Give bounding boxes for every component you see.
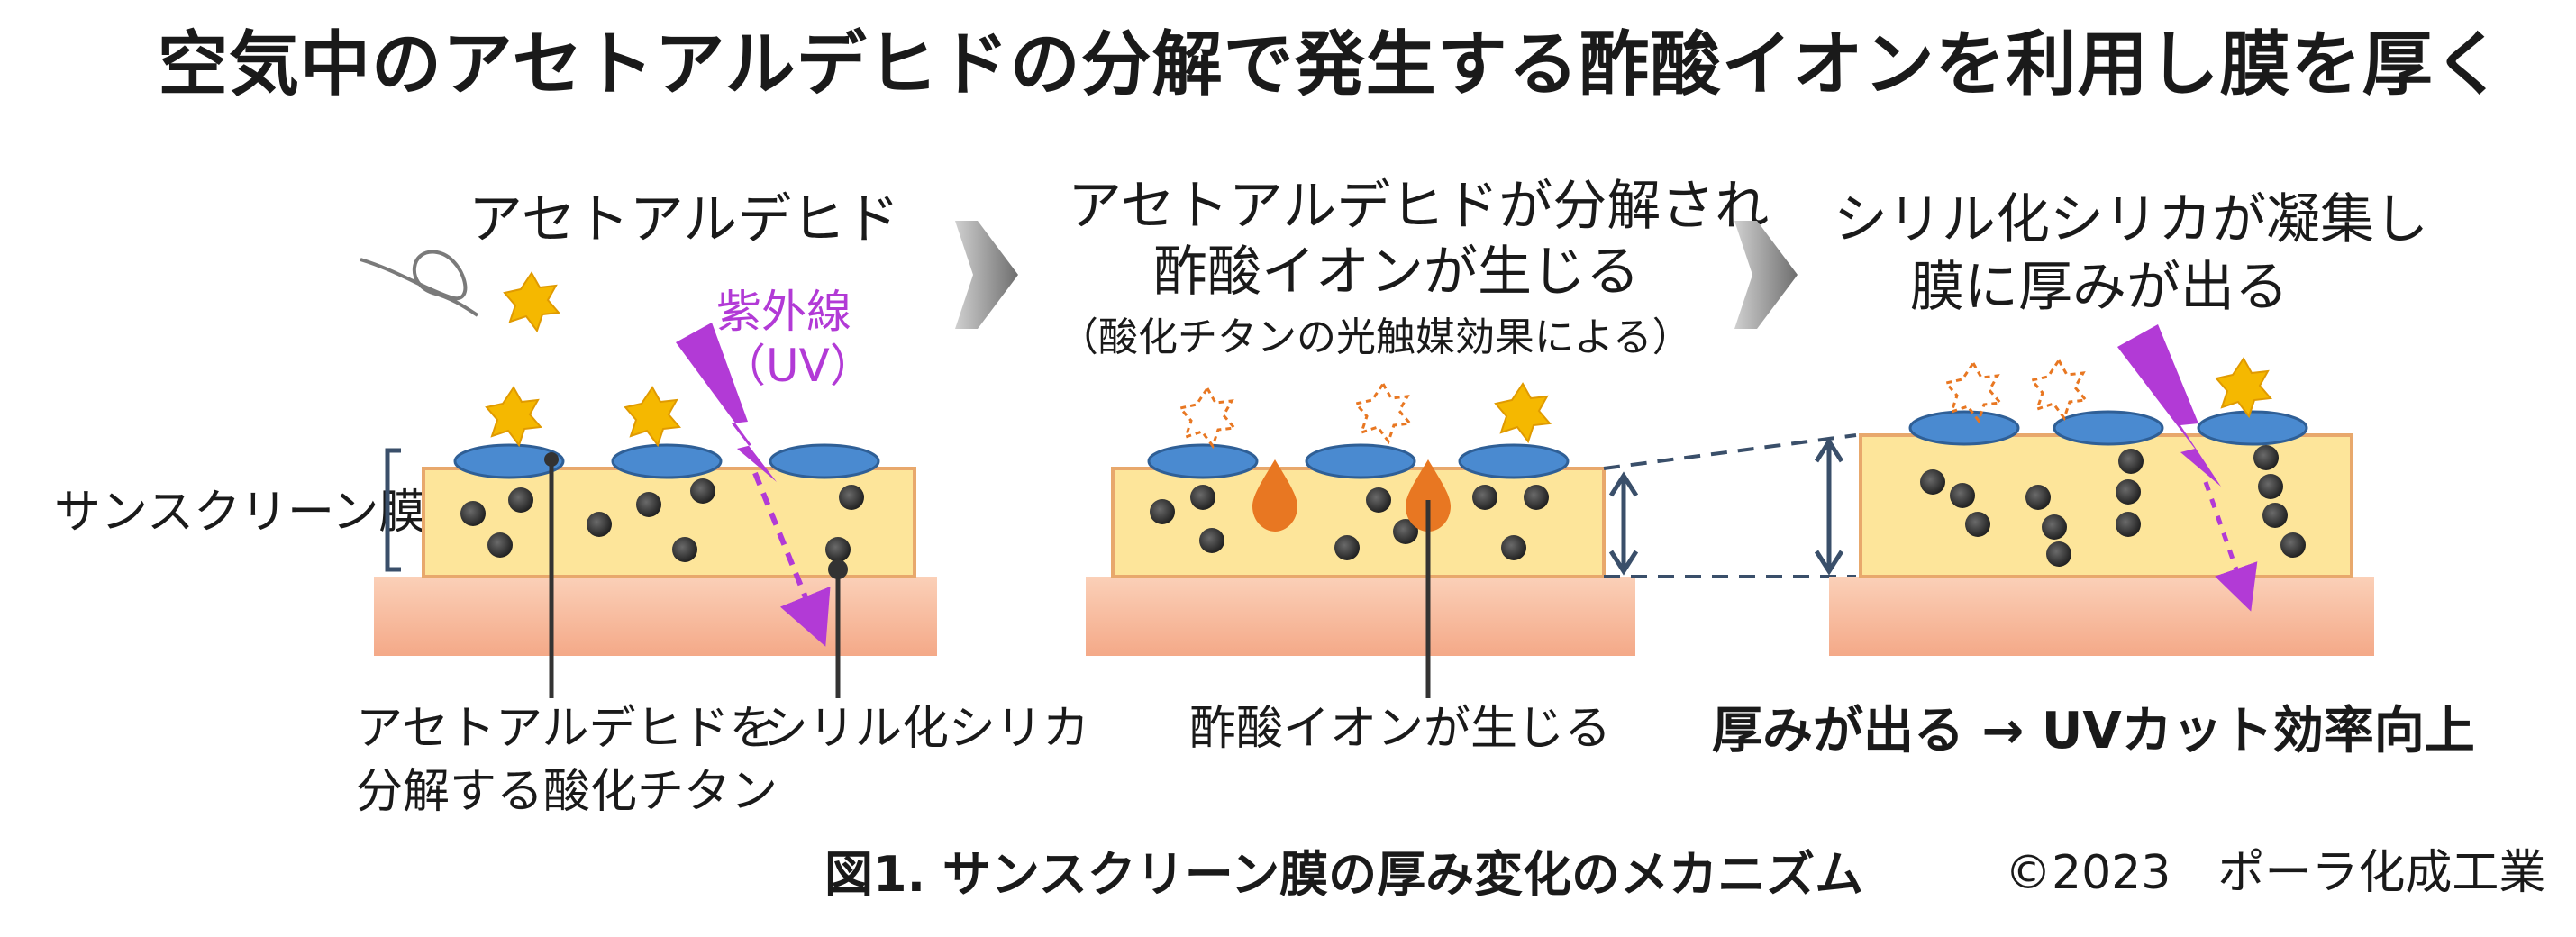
acetaldehyde-star-icon	[624, 386, 681, 448]
silica-particle	[2280, 532, 2306, 558]
uv-ray	[2203, 481, 2258, 612]
silica-particle	[690, 478, 715, 504]
guide-line	[1603, 433, 1857, 470]
sunscreen-film	[1111, 467, 1606, 578]
titanium-oxide-label-line2: 分解する酸化チタン	[356, 765, 778, 819]
silica-particle	[2116, 479, 2141, 505]
silica-particle	[587, 512, 612, 537]
silica-particle	[1150, 499, 1175, 524]
dashed-star-icon	[1178, 386, 1237, 450]
silica-particle	[1920, 469, 1945, 495]
silylated-silica-label: シリル化シリカ	[761, 702, 1090, 756]
figure-caption: 図1. サンスクリーン膜の厚み変化のメカニズム	[824, 846, 1864, 903]
silica-particle	[2116, 512, 2141, 537]
titanium-oxide-particle	[2197, 410, 2308, 446]
acetaldehyde-star-icon	[485, 386, 542, 448]
panel-3	[1814, 324, 2374, 656]
acetate-ion-label: 酢酸イオンが生じる	[1189, 702, 1612, 756]
silica-particle	[2046, 541, 2071, 567]
titanium-oxide-particle	[1908, 410, 2020, 446]
stage2-label-line1: アセトアルデヒドが分解され	[1068, 175, 1770, 238]
silica-particle	[1472, 485, 1497, 510]
stage2-note: （酸化チタンの光触媒効果による）	[1059, 314, 1692, 360]
acetate-drop-icon	[1406, 459, 1451, 532]
titanium-oxide-particle	[769, 443, 880, 479]
panel-2	[1086, 381, 1639, 698]
silica-particle	[1950, 483, 1975, 508]
uv-label-line2: （UV）	[721, 340, 875, 392]
leader-dot	[544, 452, 559, 467]
gas-swirl-icon	[360, 250, 479, 317]
silica-particle	[2262, 503, 2288, 528]
silica-particles	[460, 478, 864, 562]
chevron-arrow-icon	[955, 221, 1018, 329]
titanium-oxide-particle	[2053, 410, 2164, 446]
acetaldehyde-star-icon	[503, 271, 560, 333]
acetaldehyde-star-icon	[2215, 357, 2272, 419]
silica-particle	[825, 537, 851, 562]
dashed-star-icon	[2029, 358, 2089, 422]
silica-particle	[1393, 519, 1418, 544]
film-bracket	[385, 448, 401, 572]
arrow-head	[1814, 550, 1844, 576]
titanium-oxide-particle	[1458, 443, 1570, 479]
silica-particle	[636, 492, 661, 517]
silica-particle	[2025, 485, 2051, 510]
silica-particle	[2253, 445, 2279, 470]
silica-particles	[1920, 445, 2306, 567]
silica-particles	[1150, 485, 1549, 560]
silica-particle	[2258, 474, 2283, 499]
acetate-drop-icon	[1252, 459, 1297, 532]
uv-lightning-icon	[2117, 324, 2221, 487]
silica-particle	[2118, 449, 2144, 474]
silica-particle	[672, 537, 697, 562]
titanium-oxide-particle	[1147, 443, 1259, 479]
titanium-oxide-label-line1: アセトアルデヒドを	[356, 702, 777, 756]
silica-particle	[1366, 487, 1391, 513]
silica-particle	[508, 487, 533, 513]
silica-particle	[1965, 512, 1990, 537]
dashed-star-icon	[1353, 381, 1413, 445]
copyright: ©2023 ポーラ化成工業	[2005, 846, 2546, 900]
silica-particle	[839, 485, 864, 510]
titanium-oxide-particle	[1305, 443, 1416, 479]
skin-layer	[1086, 577, 1635, 656]
dashed-star-icon	[1943, 360, 2003, 424]
sunscreen-film-label: サンスクリーン膜	[54, 486, 426, 540]
silica-particle	[1501, 535, 1526, 560]
uv-lightning-icon	[676, 323, 777, 482]
titanium-oxide-particle	[453, 443, 565, 479]
silica-particle	[1199, 528, 1224, 553]
silica-particle	[1524, 485, 1549, 510]
titanium-oxide-particle	[611, 443, 723, 479]
silica-particle	[2042, 514, 2067, 540]
silica-particle	[487, 532, 513, 558]
silica-particle	[460, 501, 486, 526]
page-title: 空気中のアセトアルデヒドの分解で発生する酢酸イオンを利用し膜を厚く	[158, 24, 2505, 105]
stage3-label-line1: シリル化シリカが凝集し	[1834, 188, 2428, 251]
panel-1	[360, 250, 937, 698]
chevron-arrow-icon	[1734, 221, 1798, 329]
stage2-label-line2: 酢酸イオンが生じる	[1153, 241, 1640, 304]
arrow-head	[1814, 437, 1844, 463]
acetaldehyde-star-icon	[1494, 382, 1552, 444]
silica-particle	[1190, 485, 1215, 510]
skin-layer	[374, 577, 937, 656]
uv-ray	[752, 471, 831, 647]
skin-layer	[1829, 577, 2374, 656]
arrow-head	[1608, 471, 1639, 497]
leader-dot	[828, 559, 848, 579]
result-text: 厚みが出る → UVカット効率向上	[1712, 702, 2475, 760]
stage3-label-line2: 膜に厚みが出る	[1910, 256, 2289, 319]
uv-label-line1: 紫外線	[716, 286, 851, 338]
arrow-head	[1608, 550, 1639, 576]
silica-particle	[1334, 535, 1360, 560]
stage1-label: アセトアルデヒド	[469, 188, 900, 251]
